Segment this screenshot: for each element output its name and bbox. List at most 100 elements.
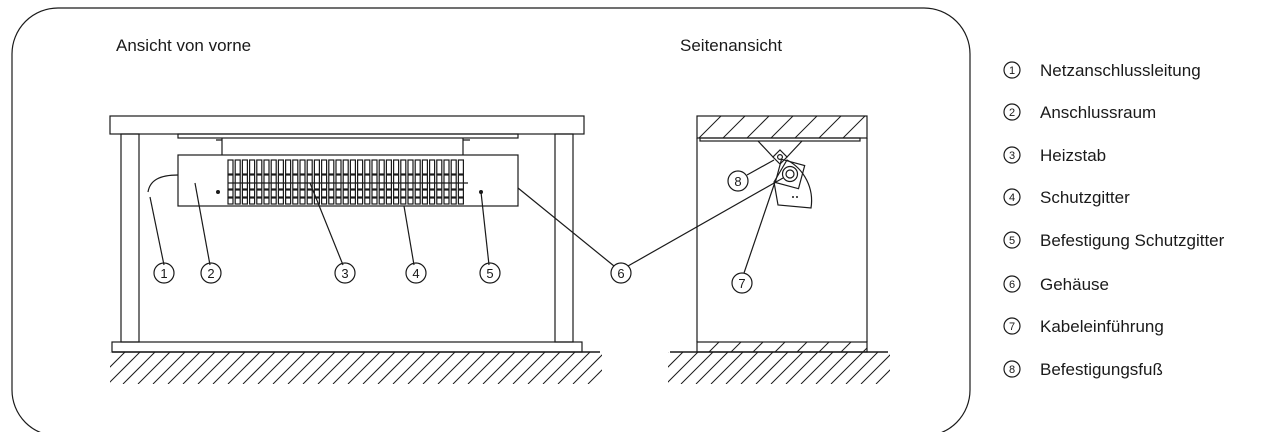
grille-bar — [227, 159, 234, 175]
callout-2: 2 — [200, 262, 222, 284]
callout-5: 5 — [479, 262, 501, 284]
grille-bar — [443, 197, 450, 205]
grille-bar — [277, 159, 284, 175]
legend-item-4: 4 Schutzgitter — [1003, 188, 1130, 207]
svg-text:3: 3 — [1009, 150, 1015, 162]
callout-6: 6 — [610, 262, 632, 284]
hatch-line — [695, 352, 729, 384]
svg-text:Netzanschlussleitung: Netzanschlussleitung — [1040, 61, 1201, 80]
hatch-line — [110, 352, 111, 353]
side-dot-a — [792, 196, 794, 198]
grille-bar — [436, 159, 443, 175]
grille-bar — [234, 197, 241, 205]
svg-text:5: 5 — [1009, 235, 1015, 247]
hatch-line — [796, 342, 808, 352]
side-view — [668, 115, 890, 384]
front-table-top — [109, 115, 585, 135]
leader-1 — [149, 196, 165, 266]
grille-bar — [313, 197, 320, 205]
grille-bar — [349, 197, 356, 205]
grille-bar — [234, 159, 241, 175]
grille-bar — [429, 174, 436, 190]
hatch-line — [818, 342, 830, 352]
grille-bar — [371, 189, 378, 198]
hatch-line — [875, 369, 890, 384]
svg-text:Anschlussraum: Anschlussraum — [1040, 103, 1156, 122]
grille-bar — [457, 189, 464, 198]
cable-entry-inner — [785, 169, 795, 179]
grille-bar — [299, 189, 306, 198]
grille-bar — [241, 174, 248, 190]
leader-6a — [517, 187, 615, 267]
protective-grille — [227, 159, 464, 205]
grille-bar — [443, 174, 450, 190]
hatch-line — [730, 342, 742, 352]
svg-text:3: 3 — [341, 266, 348, 281]
svg-text:7: 7 — [738, 276, 745, 291]
grille-bar — [357, 189, 364, 198]
hatch-line — [866, 137, 867, 138]
grille-bar — [443, 159, 450, 175]
grille-bar — [335, 197, 342, 205]
hatch-line — [527, 352, 561, 384]
power-cable — [147, 174, 179, 193]
grille-bar — [249, 174, 256, 190]
grille-bar — [249, 197, 256, 205]
grille-bar — [306, 159, 313, 175]
hatch-line — [842, 116, 866, 138]
callout-7: 7 — [731, 272, 753, 294]
hatch-line — [862, 347, 867, 352]
grille-bar — [321, 174, 328, 190]
hatch-line — [668, 352, 669, 353]
grille-bar — [241, 197, 248, 205]
svg-text:Heizstab: Heizstab — [1040, 146, 1106, 165]
side-floor-hatch — [668, 352, 890, 384]
grille-bar — [436, 189, 443, 198]
callouts: 1 2 3 4 5 6 7 8 — [153, 170, 753, 294]
hatch-line — [845, 352, 879, 384]
grille-bar — [364, 189, 371, 198]
grille-bar — [429, 159, 436, 175]
grille-bar — [292, 159, 299, 175]
front-foot-rail — [111, 341, 583, 353]
grille-bar — [321, 189, 328, 198]
hatch-line — [746, 116, 770, 138]
grille-bar — [306, 197, 313, 205]
grille-bar — [234, 174, 241, 190]
svg-text:Befestigung Schutzgitter: Befestigung Schutzgitter — [1040, 231, 1225, 250]
grille-bar — [342, 174, 349, 190]
grille-bar — [414, 189, 421, 198]
hatch-line — [710, 352, 744, 384]
hatch-line — [725, 352, 759, 384]
svg-text:2: 2 — [1009, 107, 1015, 119]
legend-item-3: 3 Heizstab — [1003, 146, 1106, 165]
grille-bar — [429, 189, 436, 198]
grille-bar — [400, 197, 407, 205]
hatch-line — [860, 354, 890, 384]
hatch-line — [774, 342, 786, 352]
grille-bar — [313, 174, 320, 190]
hatch-line — [800, 352, 834, 384]
grille-bar — [234, 189, 241, 198]
leader-5 — [480, 191, 490, 266]
hatch-line — [362, 352, 396, 384]
hatch-line — [332, 352, 366, 384]
grille-bar — [364, 159, 371, 175]
svg-text:6: 6 — [617, 266, 624, 281]
callout-8: 8 — [727, 170, 749, 192]
grille-bar — [371, 174, 378, 190]
grille-bar — [349, 174, 356, 190]
grille-bar — [443, 189, 450, 198]
hatch-line — [752, 342, 764, 352]
svg-text:1: 1 — [1009, 65, 1015, 77]
grille-bar — [421, 174, 428, 190]
grille-bar — [321, 197, 328, 205]
grille-bar — [292, 189, 299, 198]
grille-bar — [349, 159, 356, 175]
hatch-line — [542, 352, 576, 384]
grille-bar — [407, 159, 414, 175]
hatch-line — [317, 352, 351, 384]
grille-bar — [321, 159, 328, 175]
grille-bar — [335, 159, 342, 175]
